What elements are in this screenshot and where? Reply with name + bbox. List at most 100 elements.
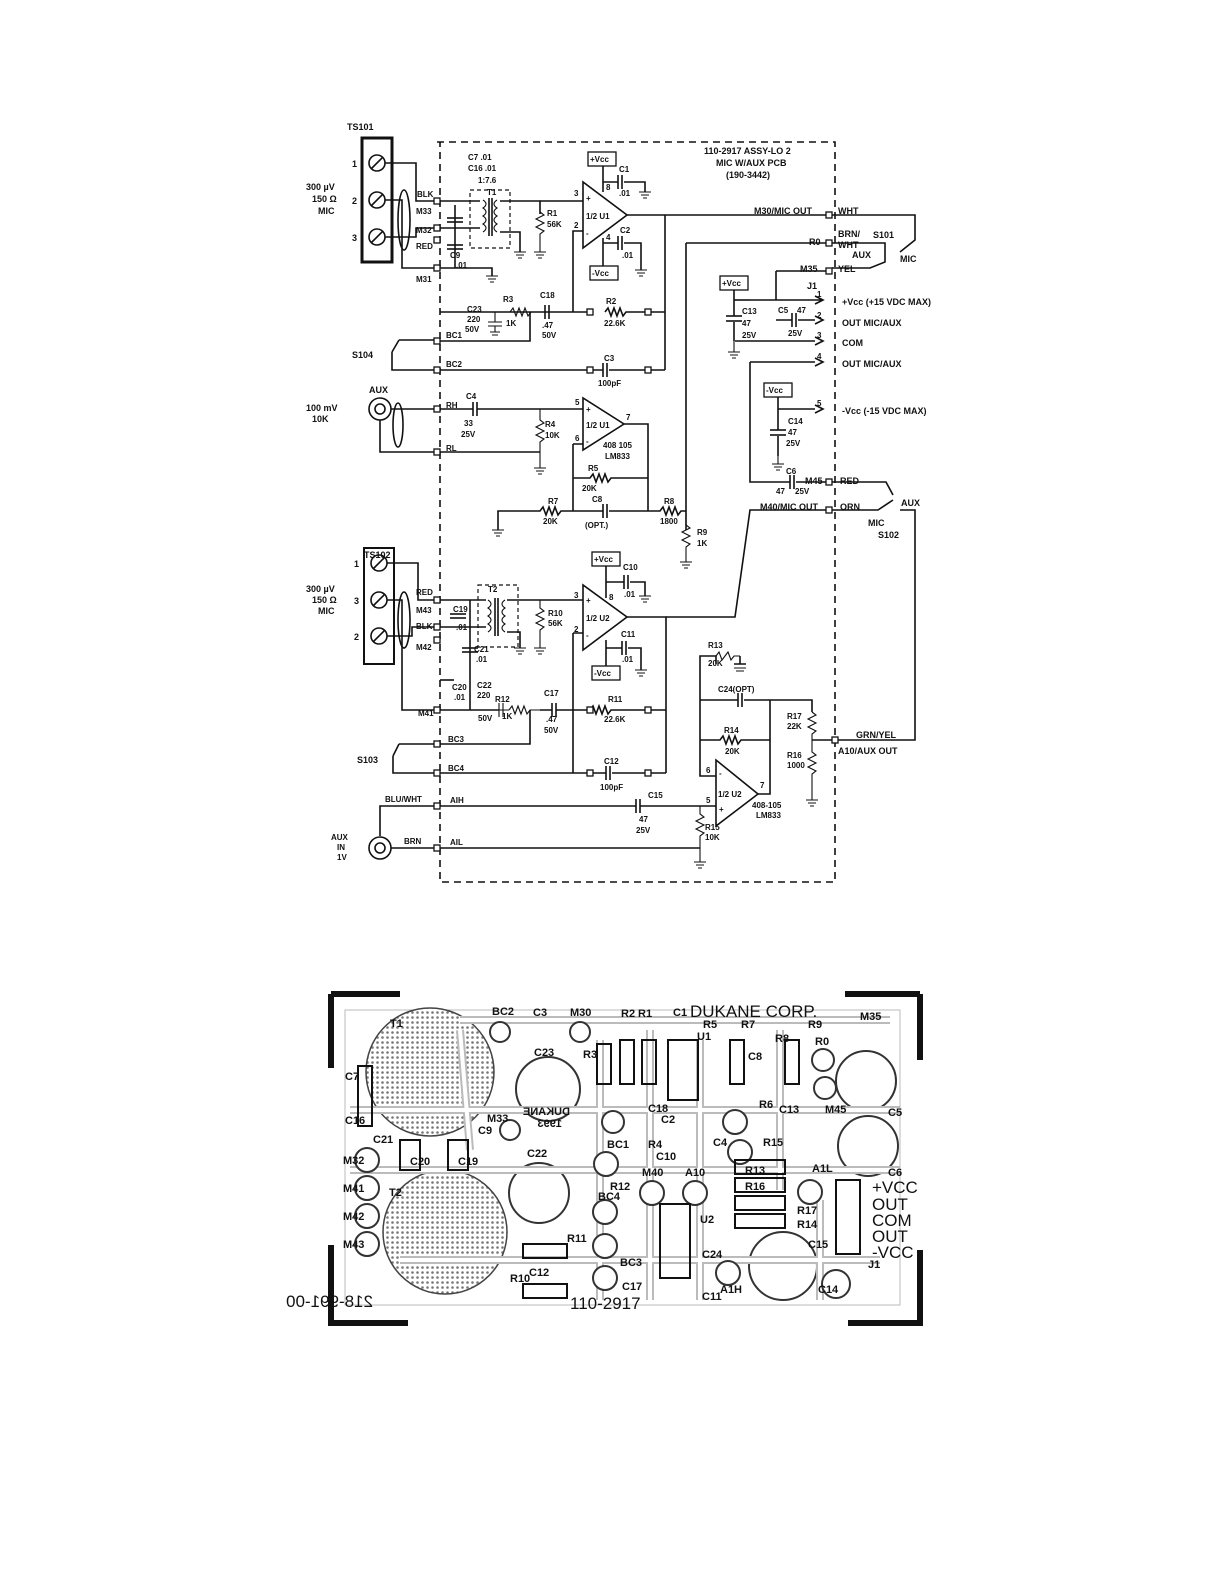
c10-label: C10 (623, 563, 638, 572)
pcb-label-c16: C16 (345, 1115, 365, 1127)
pcb-label-a10: A10 (685, 1167, 705, 1179)
pcb-label-r13: R13 (745, 1165, 765, 1177)
j1-connector (735, 295, 825, 414)
opamp-u2b (715, 758, 760, 828)
ts102-pin-1: 1 (354, 559, 359, 569)
a10-label: A10/AUX OUT (838, 746, 898, 756)
c2-value: .01 (622, 251, 634, 260)
pcb-label-c14: C14 (818, 1284, 839, 1296)
c13-value: 47 (742, 319, 751, 328)
s101-aux: AUX (852, 250, 871, 260)
c4-rating: 25V (461, 430, 476, 439)
c4-value: 33 (464, 419, 473, 428)
pcb-label-r14: R14 (797, 1219, 818, 1231)
ts101-label: TS101 (347, 122, 374, 132)
t1-coils (482, 199, 498, 233)
r7-value: 20K (543, 517, 558, 526)
board-subtitle: MIC W/AUX PCB (716, 158, 787, 168)
c18-value: .47 (542, 321, 554, 330)
rl-label: RL (446, 444, 457, 453)
c6-value: 47 (776, 487, 785, 496)
aih-label: AIH (450, 796, 464, 805)
j1-pin5-num: 5 (817, 399, 822, 408)
r9-value: 1K (697, 539, 707, 548)
ts101-type: MIC (318, 206, 335, 216)
pcb-label-c15: C15 (808, 1239, 828, 1251)
opamp-u1a (582, 180, 629, 250)
m32-label: M32 (416, 226, 432, 235)
pcb-mirror-year: 1993 (538, 1118, 562, 1130)
r10-resistor (534, 600, 546, 648)
c15-rating: 25V (636, 826, 651, 835)
pcb-label-r0: R0 (815, 1036, 829, 1048)
pcb-label-m42: M42 (343, 1211, 364, 1223)
bc4-label: BC4 (448, 764, 465, 773)
pcb-label-c18: C18 (648, 1103, 668, 1115)
bc2-label: BC2 (446, 360, 463, 369)
u2-pin-7: 7 (760, 781, 765, 790)
ts101-pin-3: 3 (352, 233, 357, 243)
r5-resistor (573, 471, 648, 485)
c14-label: C14 (788, 417, 803, 426)
u2a-label: 1/2 U2 (586, 614, 610, 623)
c5-rating: 25V (788, 329, 803, 338)
c24-label: C24(OPT) (718, 685, 755, 694)
r16-value: 1000 (787, 761, 805, 770)
pcb-j1-com: COM (872, 1211, 912, 1230)
r13-label: R13 (708, 641, 723, 650)
pcb-label-m41: M41 (343, 1183, 364, 1195)
pcb-label-c1: C1 (673, 1007, 687, 1019)
u2-pin-3: 3 (574, 591, 579, 600)
pcb-label-c21: C21 (373, 1134, 393, 1146)
pcb-label-r2: R2 (621, 1008, 635, 1020)
c18-rating: 50V (542, 331, 557, 340)
ts102-impedance: 150 Ω (312, 595, 337, 605)
c19-label: C19 (453, 605, 468, 614)
pcb-label-c12: C12 (529, 1267, 549, 1279)
r3-resistor (509, 306, 532, 318)
pcb-pads (354, 1021, 851, 1299)
pin-7: 7 (626, 413, 631, 422)
r14-value: 20K (725, 747, 740, 756)
ts102-pin-3: 3 (354, 596, 359, 606)
svg-text:+: + (586, 405, 591, 414)
pcb-label-u2: U2 (700, 1214, 714, 1226)
ts101-pin-2: 2 (352, 196, 357, 206)
vcc-pos-c13: +Vcc (722, 279, 741, 288)
pcb-label-m32: M32 (343, 1155, 364, 1167)
s104-label: S104 (352, 350, 373, 360)
vcc-pos-box (587, 151, 617, 167)
wire-orn-label: ORN (840, 502, 860, 512)
ts102-wire-red: RED (416, 588, 433, 597)
ts102-type: MIC (318, 606, 335, 616)
c21-value: .01 (476, 655, 488, 664)
c13-rating: 25V (742, 331, 757, 340)
r13-value: 20K (708, 659, 723, 668)
r15-value: 10K (705, 833, 720, 842)
pcb-label-m33: M33 (487, 1113, 508, 1125)
aux-impedance: 10K (312, 414, 329, 424)
c12-label: C12 (604, 757, 619, 766)
aux-level: 100 mV (306, 403, 338, 413)
r12-resistor (508, 704, 540, 716)
m33-label: M33 (416, 207, 432, 216)
vcc-neg-u1: -Vcc (592, 269, 609, 278)
c21-label: C21 (474, 645, 489, 654)
pcb-label-r5: R5 (703, 1019, 717, 1031)
pcb-j1-out2: OUT (872, 1227, 908, 1246)
u2-pin-8: 8 (609, 593, 614, 602)
ts102-pin-2: 2 (354, 632, 359, 642)
bc1-label: BC1 (446, 331, 463, 340)
u1a-label: 1/2 U1 (586, 212, 610, 221)
pcb-label-bc3: BC3 (620, 1257, 642, 1269)
r8-label: R8 (664, 497, 675, 506)
c4-label: C4 (466, 392, 477, 401)
j1-pin2-num: 2 (817, 311, 822, 320)
svg-text:+: + (586, 596, 591, 605)
c1-label: C1 (619, 165, 630, 174)
aux-in-label: AUX (331, 833, 349, 842)
vcc-neg-u2: -Vcc (594, 669, 611, 678)
u2b-label: 1/2 U2 (718, 790, 742, 799)
pcb-label-j1: J1 (868, 1259, 880, 1271)
wire-brn-label: BRN/ (838, 229, 860, 239)
